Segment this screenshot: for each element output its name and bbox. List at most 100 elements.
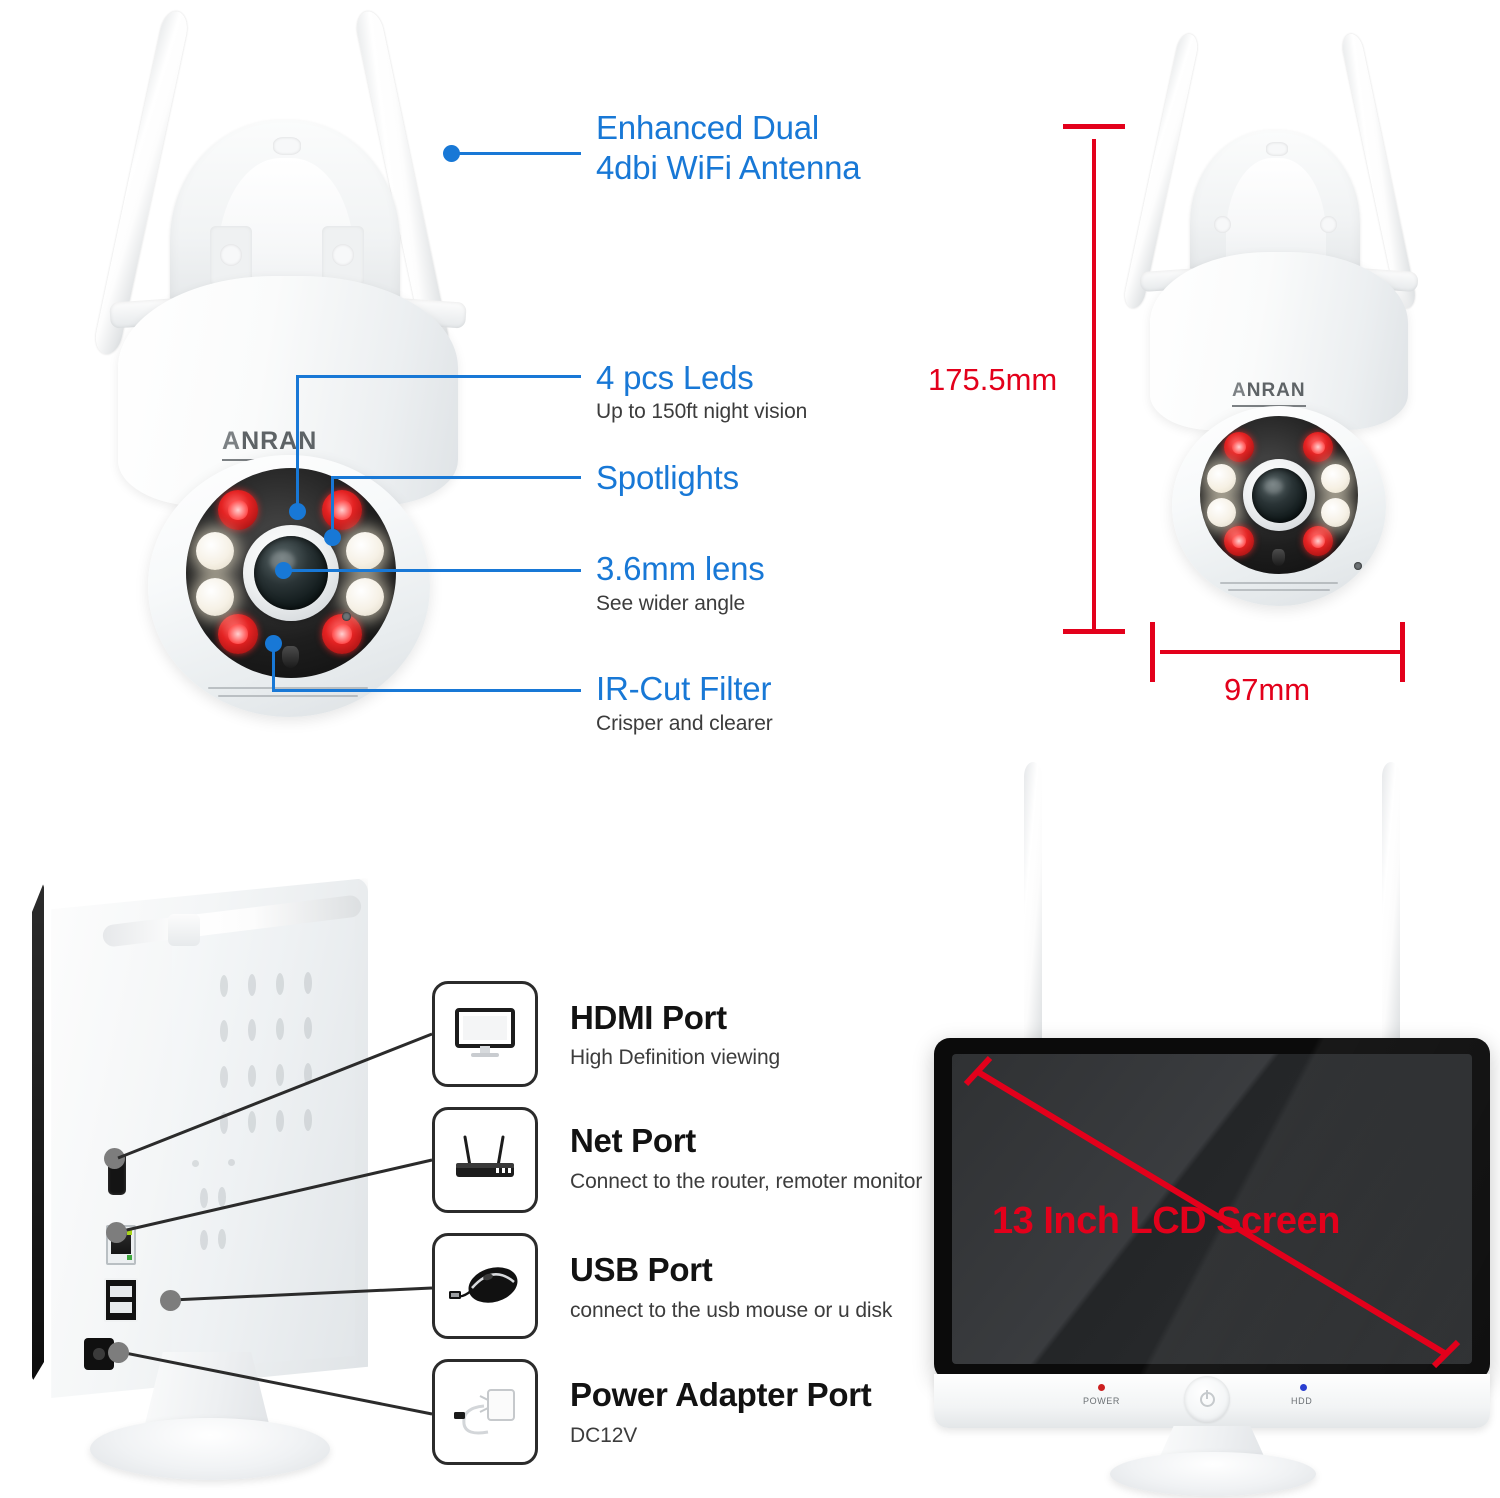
- port-title-net: Net Port: [570, 1122, 696, 1159]
- power-led: [1098, 1384, 1105, 1391]
- bracket-screw-right-dim: [1320, 216, 1337, 233]
- spotlight-left-lower: [196, 578, 234, 616]
- brand-logo: ANRAN: [222, 427, 318, 461]
- camera-dimension-view: ANRAN: [1108, 10, 1458, 640]
- spotlight-right-lower: [346, 578, 384, 616]
- port-subtitle-power: DC12V: [570, 1424, 638, 1447]
- ir-led-bl-dim: [1224, 526, 1254, 556]
- nvr-antenna-hinge: [168, 914, 200, 946]
- callout-vline-leds: [296, 375, 299, 510]
- bracket-screw-left-dim: [1214, 216, 1231, 233]
- ir-led-top-left: [218, 490, 258, 530]
- feature-subtitle-ircut: Crisper and clearer: [596, 712, 773, 735]
- port-title-usb: USB Port: [570, 1251, 713, 1288]
- hdd-led-label: HDD: [1291, 1396, 1313, 1406]
- monitor-icon-card: [432, 981, 538, 1087]
- callout-vline-spotlights: [331, 476, 334, 536]
- dim-line-width: [1160, 650, 1400, 654]
- screen-size-label: 13 Inch LCD Screen: [992, 1200, 1340, 1242]
- nvr-mount-panel: [171, 900, 355, 1370]
- nvr-stand-base: [90, 1418, 330, 1480]
- dim-cap-right: [1400, 622, 1405, 682]
- camera-front-view: ANRAN: [70, 0, 540, 760]
- spotlight-ll-dim: [1207, 498, 1236, 527]
- logo-wordmark: NRAN: [241, 427, 318, 455]
- router-icon: [456, 1135, 514, 1177]
- feature-title-lens: 3.6mm lens: [596, 550, 765, 587]
- ir-led-tr-dim: [1303, 432, 1333, 462]
- logo-a-mark: A: [222, 427, 242, 455]
- power-adapter-icon-card: [432, 1359, 538, 1465]
- monitor-icon: [455, 1008, 515, 1057]
- camera-face-dim: [1200, 416, 1358, 574]
- nvr-rear-view: [20, 870, 440, 1490]
- callout-vline-ircut: [272, 642, 275, 692]
- ir-led-bottom-left: [218, 614, 258, 654]
- power-led-label: POWER: [1083, 1396, 1121, 1406]
- power-button[interactable]: [1184, 1376, 1230, 1422]
- dim-line-height: [1092, 139, 1096, 631]
- feature-title-ircut: IR-Cut Filter: [596, 670, 772, 707]
- bracket-top-slot-dim: [1266, 142, 1288, 156]
- ir-led-bottom-right: [322, 614, 362, 654]
- microphone-hole-dim: [1354, 562, 1362, 570]
- leader-dot-hdmi: [104, 1148, 125, 1169]
- callout-dot-leds: [289, 503, 306, 520]
- nvr-bezel-edge: [32, 882, 44, 1382]
- feature-title-leds: 4 pcs Leds: [596, 359, 754, 396]
- feature-title-antenna: Enhanced Dual 4dbi WiFi Antenna: [596, 109, 861, 187]
- spotlight-left-upper: [196, 532, 234, 570]
- camera-lens-dim: [1252, 468, 1307, 523]
- callout-line-lens: [283, 569, 581, 572]
- callout-hline-ircut: [272, 689, 581, 692]
- dim-cap-bottom: [1063, 629, 1125, 634]
- lcd-monitor: 13 Inch LCD Screen POWER HDD: [920, 750, 1500, 1498]
- monitor-antenna-left: [1024, 762, 1042, 1052]
- callout-dot-spotlights: [324, 529, 341, 546]
- monitor-stand-base: [1110, 1452, 1316, 1496]
- feature-title-spotlights: Spotlights: [596, 459, 739, 496]
- callout-line-antenna: [451, 152, 581, 155]
- mouse-icon: [449, 1267, 518, 1303]
- port-title-power: Power Adapter Port: [570, 1376, 872, 1413]
- monitor-antenna-right: [1382, 762, 1400, 1052]
- leader-dot-power: [108, 1342, 129, 1363]
- feature-subtitle-lens: See wider angle: [596, 592, 746, 615]
- port-subtitle-net: Connect to the router, remoter monitor: [570, 1170, 923, 1193]
- ir-led-br-dim: [1303, 526, 1333, 556]
- ir-cut-sensor-dim: [1272, 549, 1285, 566]
- ir-led-tl-dim: [1224, 432, 1254, 462]
- router-icon-card: [432, 1107, 538, 1213]
- dimension-height-label: 175.5mm: [928, 362, 1058, 397]
- power-icon: [1199, 1391, 1215, 1407]
- brand-logo-dim: ANRAN: [1232, 380, 1306, 407]
- usb-port[interactable]: [104, 1278, 138, 1322]
- callout-hline-leds: [296, 375, 581, 378]
- spotlight-ru-dim: [1321, 464, 1350, 493]
- bracket-screw-left: [220, 244, 242, 266]
- spotlight-right-upper: [346, 532, 384, 570]
- ir-cut-sensor: [282, 646, 299, 668]
- port-subtitle-hdmi: High Definition viewing: [570, 1046, 781, 1069]
- ir-led-top-right: [322, 490, 362, 530]
- microphone-hole: [342, 612, 351, 621]
- mouse-icon-card: [432, 1233, 538, 1339]
- feature-subtitle-leds: Up to 150ft night vision: [596, 400, 808, 423]
- hdd-led: [1300, 1384, 1307, 1391]
- dimension-width-label: 97mm: [1224, 672, 1311, 707]
- port-subtitle-usb: connect to the usb mouse or u disk: [570, 1299, 893, 1322]
- spotlight-rl-dim: [1321, 498, 1350, 527]
- leader-dot-net: [106, 1222, 127, 1243]
- dim-cap-left: [1150, 622, 1155, 682]
- port-title-hdmi: HDMI Port: [570, 999, 727, 1036]
- spotlight-lu-dim: [1207, 464, 1236, 493]
- bracket-top-slot: [273, 137, 301, 155]
- bracket-screw-right: [332, 244, 354, 266]
- callout-hline-spotlights: [331, 476, 581, 479]
- logo-wordmark-dim: NRAN: [1246, 380, 1306, 401]
- camera-upper-body-dim: [1150, 252, 1408, 430]
- power-adapter-icon: [454, 1389, 515, 1435]
- leader-dot-usb: [160, 1290, 181, 1311]
- dim-cap-top: [1063, 124, 1125, 129]
- logo-a-mark-dim: A: [1232, 380, 1247, 401]
